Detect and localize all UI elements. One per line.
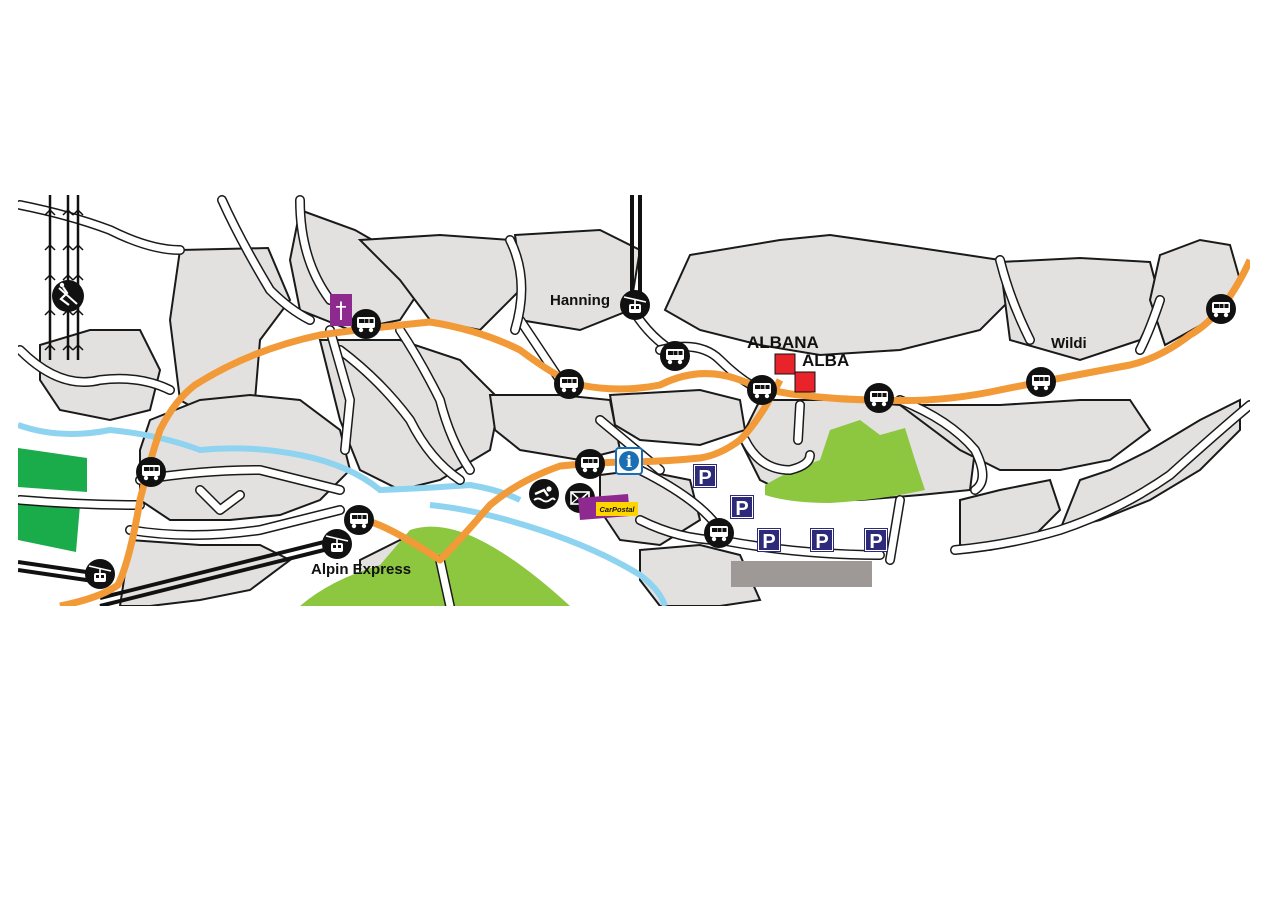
parking-glyph: P xyxy=(869,531,882,553)
bus-stop-icon[interactable] xyxy=(351,309,381,339)
hotel-marker-icon[interactable] xyxy=(774,353,796,375)
bus-stop-icon[interactable] xyxy=(704,518,734,548)
hotel-label-albana: ALBANA xyxy=(747,333,819,352)
parking-icon[interactable]: P xyxy=(809,527,835,553)
carpostal-logo: CarPostal xyxy=(578,494,638,520)
parking-icon[interactable]: P xyxy=(863,527,889,553)
hotel-label-alba: ALBA xyxy=(802,351,849,370)
parking-signs: P P P P P xyxy=(692,463,889,553)
place-label-wildi: Wildi xyxy=(1051,335,1087,352)
bus-stop-icon[interactable] xyxy=(136,457,166,487)
bus-route xyxy=(359,378,784,564)
church-icon[interactable]: † xyxy=(330,294,352,326)
parking-glyph: P xyxy=(735,498,748,520)
place-label-hanning: Hanning xyxy=(550,292,610,309)
gondola-icon[interactable] xyxy=(84,558,116,590)
bus-stop-icon[interactable] xyxy=(660,341,690,371)
roads xyxy=(18,195,1250,606)
parking-icon[interactable]: P xyxy=(692,463,718,489)
ski-lift-icon[interactable] xyxy=(52,280,84,312)
parking-glyph: P xyxy=(762,531,775,553)
swimming-pool-icon[interactable] xyxy=(529,479,559,509)
bus-stop-icon[interactable] xyxy=(1206,294,1236,324)
cable-car-hanning xyxy=(630,195,642,300)
gondola-icon[interactable] xyxy=(619,289,651,321)
info-icon[interactable]: i xyxy=(615,447,643,475)
bus-stop-icon[interactable] xyxy=(1026,367,1056,397)
bus-stop-icon[interactable] xyxy=(344,505,374,535)
green-areas xyxy=(18,420,925,606)
sports-field xyxy=(18,497,80,552)
hotel-marker-icon[interactable] xyxy=(794,371,816,393)
info-glyph: i xyxy=(626,452,632,471)
bus-stop-icon[interactable] xyxy=(747,375,777,405)
map-area xyxy=(18,195,1250,606)
bus-stop-icon[interactable] xyxy=(575,449,605,479)
gondola-icon[interactable] xyxy=(321,528,353,560)
rivers xyxy=(18,422,668,606)
carpostal-text: CarPostal xyxy=(599,505,635,514)
bus-stop-icon[interactable] xyxy=(554,369,584,399)
parking-glyph: P xyxy=(815,531,828,553)
parking-icon[interactable]: P xyxy=(729,494,755,520)
church-glyph: † xyxy=(336,299,347,324)
place-label-alpin-express: Alpin Express xyxy=(311,561,411,578)
bus-stop-icon[interactable] xyxy=(864,383,894,413)
parking-area xyxy=(731,561,872,587)
parking-glyph: P xyxy=(698,467,711,489)
ski-lift-lines xyxy=(44,195,84,360)
parking-icon[interactable]: P xyxy=(756,527,782,553)
sports-field xyxy=(18,448,87,492)
